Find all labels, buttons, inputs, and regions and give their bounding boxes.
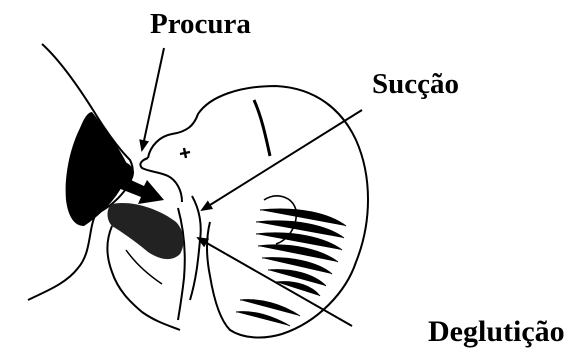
baby-tongue [108,203,184,259]
label-succao: Sucção [372,68,459,101]
procura-arrow [142,48,164,150]
baby-eye [180,148,190,158]
shading-hatch [236,209,346,326]
succao-arrow [202,110,362,210]
baby-throat-line [178,208,185,320]
degluticao-arrow [198,238,352,326]
label-procura: Procura [150,8,251,41]
baby-chin [190,196,201,300]
baby-brow-marks [254,100,270,156]
label-degluticao: Deglutição [428,315,565,349]
milk-flow-arrow [118,176,164,204]
